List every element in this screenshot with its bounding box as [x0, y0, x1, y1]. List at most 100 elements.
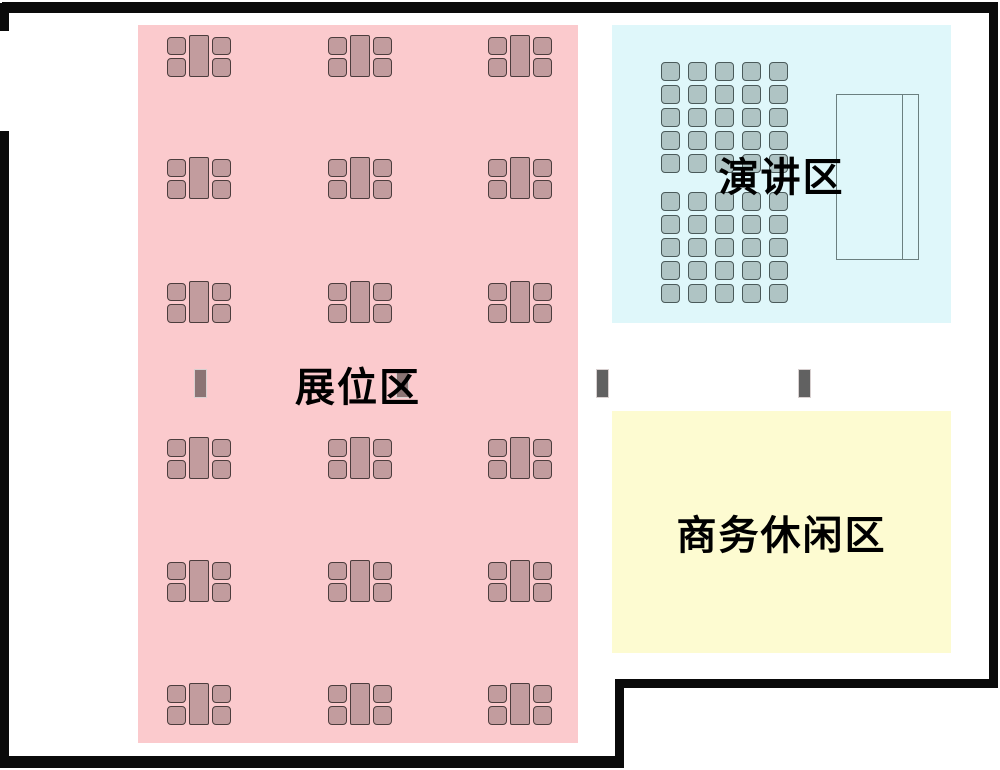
booth-chair — [373, 37, 392, 55]
audience-seat — [715, 215, 734, 234]
audience-seat — [688, 62, 707, 81]
booth-chair — [488, 685, 507, 703]
booth-table — [189, 157, 209, 199]
booth-chair — [328, 562, 347, 580]
booth-chair — [167, 460, 186, 479]
booth-table — [350, 157, 370, 199]
booth-table-cluster — [167, 560, 231, 602]
booth-chair — [373, 685, 392, 703]
booth-table — [350, 281, 370, 323]
audience-seat — [742, 261, 761, 280]
booth-chair — [167, 562, 186, 580]
booth-chair — [533, 439, 552, 457]
booth-chair — [533, 304, 552, 323]
audience-seat — [661, 238, 680, 257]
wall-left-wall-upper — [0, 3, 9, 31]
booth-chair — [488, 562, 507, 580]
booth-chair — [328, 583, 347, 602]
booth-chair — [167, 439, 186, 457]
stage-divider-line — [902, 95, 903, 259]
booth-table — [510, 683, 530, 725]
booth-table — [350, 683, 370, 725]
booth-chair — [167, 283, 186, 301]
audience-seat — [742, 154, 761, 173]
booth-chair — [488, 37, 507, 55]
audience-seat — [688, 261, 707, 280]
booth-chair — [328, 37, 347, 55]
audience-seat — [715, 108, 734, 127]
booth-table — [189, 683, 209, 725]
audience-seat — [661, 108, 680, 127]
booth-chair — [373, 706, 392, 725]
audience-seat — [742, 108, 761, 127]
audience-seat — [769, 108, 788, 127]
audience-seat — [715, 154, 734, 173]
booth-table — [510, 35, 530, 77]
audience-seat — [661, 154, 680, 173]
booth-chair — [167, 159, 186, 177]
booth-chair — [328, 439, 347, 457]
booth-table-cluster — [167, 157, 231, 199]
booth-chair — [488, 304, 507, 323]
audience-seat — [769, 215, 788, 234]
booth-chair — [167, 706, 186, 725]
booth-table — [510, 281, 530, 323]
booth-chair — [212, 304, 231, 323]
booth-chair — [533, 460, 552, 479]
booth-chair — [212, 37, 231, 55]
door-marker — [194, 369, 207, 398]
booth-chair — [328, 180, 347, 199]
booth-chair — [488, 706, 507, 725]
booth-table — [189, 437, 209, 479]
audience-seat — [661, 284, 680, 303]
wall-right-wall — [989, 2, 998, 688]
wall-left-wall-main — [0, 131, 9, 768]
audience-seat — [742, 62, 761, 81]
audience-seat — [715, 238, 734, 257]
audience-seat — [661, 131, 680, 150]
booth-table-cluster — [328, 281, 392, 323]
booth-table — [189, 35, 209, 77]
door-marker — [596, 369, 609, 398]
zone-booth-area — [138, 25, 578, 743]
booth-table-cluster — [488, 437, 552, 479]
audience-seat — [769, 85, 788, 104]
booth-table — [350, 437, 370, 479]
audience-seat — [769, 238, 788, 257]
audience-seat — [715, 261, 734, 280]
zone-lounge-area — [612, 411, 951, 653]
booth-chair — [488, 159, 507, 177]
booth-chair — [212, 283, 231, 301]
booth-chair — [212, 58, 231, 77]
booth-chair — [488, 583, 507, 602]
booth-chair — [533, 283, 552, 301]
stage-rect — [836, 94, 919, 260]
booth-chair — [533, 37, 552, 55]
wall-notch-horizontal — [615, 679, 998, 688]
audience-seat — [661, 261, 680, 280]
booth-chair — [373, 460, 392, 479]
booth-table-cluster — [328, 157, 392, 199]
booth-chair — [167, 685, 186, 703]
booth-chair — [167, 58, 186, 77]
booth-chair — [212, 439, 231, 457]
door-marker — [798, 369, 811, 398]
booth-table — [189, 560, 209, 602]
audience-seat — [688, 284, 707, 303]
audience-seat — [769, 131, 788, 150]
booth-chair — [328, 159, 347, 177]
audience-seat — [742, 131, 761, 150]
booth-chair — [212, 159, 231, 177]
audience-seat — [715, 131, 734, 150]
booth-chair — [167, 304, 186, 323]
audience-seat — [661, 215, 680, 234]
booth-table-cluster — [328, 437, 392, 479]
audience-seat — [742, 238, 761, 257]
booth-chair — [167, 37, 186, 55]
booth-chair — [488, 439, 507, 457]
booth-chair — [373, 159, 392, 177]
booth-table — [350, 560, 370, 602]
booth-chair — [533, 562, 552, 580]
audience-seat — [661, 192, 680, 211]
